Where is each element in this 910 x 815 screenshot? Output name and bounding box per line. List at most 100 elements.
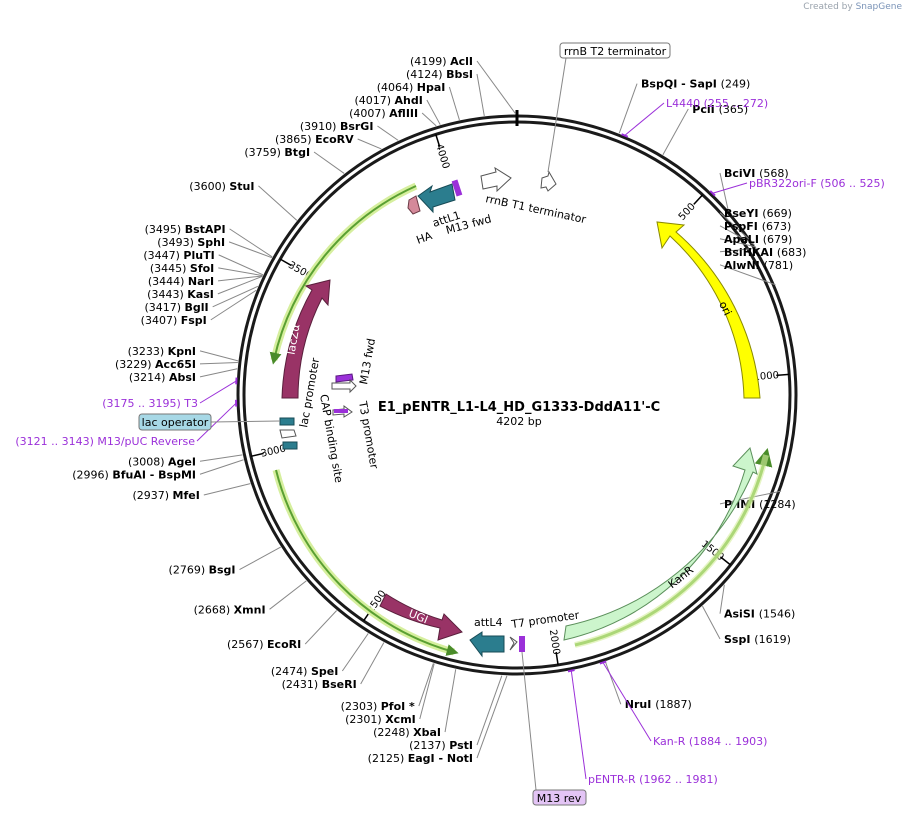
site-label[interactable]: (3910) BsrGI [300, 120, 374, 133]
restriction-sites: BspQI - SapI (249) PciI (365) BciVI (568) B… [72, 55, 806, 765]
rrnb-t1-terminator-feature[interactable] [480, 166, 512, 193]
ori-feature[interactable] [656, 221, 761, 399]
site-label[interactable]: (4017) AhdI [354, 94, 422, 107]
primer-label[interactable]: (3175 .. 3195) T3 [102, 397, 198, 410]
ha-label: HA [415, 229, 435, 247]
site-label[interactable]: (3233) KpnI [128, 345, 196, 358]
site-leader [719, 264, 776, 286]
site-label[interactable]: (2301) XcmI [345, 713, 416, 726]
site-label[interactable]: (4199) AclI [410, 55, 473, 68]
site-label[interactable]: (3407) FspI [141, 314, 207, 327]
lacz-feature[interactable] [281, 279, 331, 399]
plasmid-length: 4202 bp [496, 415, 541, 428]
ha-feature[interactable] [407, 195, 421, 215]
site-label[interactable]: (4124) BbsI [406, 68, 473, 81]
site-label[interactable]: (3444) NarI [148, 275, 214, 288]
orf-arc-right-halo [574, 454, 769, 648]
m13-rev-feature[interactable] [519, 636, 525, 652]
site-label[interactable]: ApaLI (679) [724, 233, 792, 246]
site-label[interactable]: (3445) SfoI [150, 262, 214, 275]
site-label[interactable]: (2996) BfuAI - BspMI [72, 468, 196, 481]
site-label[interactable]: (3447) PluTI [143, 249, 214, 262]
rrnb-t1-terminator-label: rrnB T1 terminator [484, 192, 587, 226]
m13-fwd-inner-label: M13 fwd [357, 337, 378, 385]
primer-leader [199, 380, 237, 404]
primer-mark [599, 660, 607, 665]
site-label[interactable]: BsiHKAI (683) [724, 246, 806, 259]
orf-arc-left-lower-line [275, 469, 459, 656]
lac-promoter-inner-feature[interactable] [331, 378, 357, 394]
site-leader [341, 633, 369, 672]
site-label[interactable]: NruI (1887) [625, 698, 692, 711]
site-label[interactable]: (3417) BglI [144, 301, 208, 314]
primer-label[interactable]: pENTR-R (1962 .. 1981) [588, 773, 718, 786]
site-label[interactable]: (3865) EcoRV [275, 133, 354, 146]
m13-rev-box-label: M13 rev [537, 792, 582, 805]
site-leader [719, 212, 754, 244]
site-label[interactable]: (2668) XmnI [194, 603, 266, 616]
site-leader [618, 83, 638, 134]
primer-label[interactable]: Kan-R (1884 .. 1903) [653, 735, 767, 748]
site-label[interactable]: (2137) PstI [409, 739, 473, 752]
t7-promoter-feature[interactable] [509, 636, 518, 651]
site-leader [719, 584, 725, 614]
site-leader [258, 185, 298, 221]
attl1-feature[interactable] [417, 183, 456, 214]
kanr-feature[interactable] [563, 447, 758, 641]
site-label[interactable]: (2474) SpeI [271, 665, 338, 678]
primer-mark [567, 669, 575, 673]
site-leader [199, 368, 238, 378]
site-label[interactable]: (2567) EcoRI [227, 638, 301, 651]
t3-primer-feature[interactable] [334, 409, 348, 413]
site-label[interactable]: AsiSI (1546) [724, 608, 795, 621]
site-label[interactable]: (3229) Acc65I [115, 358, 196, 371]
site-label[interactable]: (3214) AbsI [129, 371, 196, 384]
site-label[interactable]: (3759) BtgI [244, 146, 310, 159]
site-label[interactable]: (3600) StuI [189, 180, 254, 193]
site-leader [357, 138, 382, 150]
site-leader [269, 580, 307, 610]
site-label[interactable]: (3493) SphI [157, 236, 225, 249]
primer-label[interactable]: (3121 .. 3143) M13/pUC Reverse [15, 435, 195, 448]
primer-label[interactable]: pBR322ori-F (506 .. 525) [749, 177, 885, 190]
site-label[interactable]: BciVI (568) [724, 167, 789, 180]
site-leader [476, 60, 517, 115]
site-leader [426, 99, 441, 125]
site-label[interactable]: PciI (365) [692, 103, 748, 116]
ugi-feature[interactable] [379, 593, 463, 641]
primer-mark [709, 190, 716, 197]
site-label[interactable]: SspI (1619) [724, 633, 791, 646]
site-label[interactable]: BseYI (669) [724, 207, 792, 220]
tick-label-2000: 2000 [547, 629, 562, 656]
lac-operator-feature[interactable] [279, 417, 295, 426]
site-label[interactable]: (2248) XbaI [373, 726, 441, 739]
tick-3500 [279, 258, 292, 267]
rrnb-t2-terminator-feature[interactable] [540, 170, 557, 192]
site-label[interactable]: (2769) BsgI [169, 564, 236, 577]
site-label[interactable]: AlwNI (781) [724, 259, 793, 272]
tick-label-500: 500 [677, 201, 698, 222]
site-leader [701, 605, 721, 640]
site-label[interactable]: (2431) BseRI [282, 678, 357, 691]
site-leader [662, 108, 689, 156]
site-label[interactable]: (3008) AgeI [128, 455, 196, 468]
site-label[interactable]: (3443) KasI [147, 288, 214, 301]
site-label[interactable]: (2937) MfeI [132, 489, 199, 502]
site-label[interactable]: (3495) BstAPI [145, 223, 226, 236]
primer-mark [621, 133, 629, 138]
site-leader [218, 254, 264, 276]
primer-label[interactable]: L4440 (255 .. 272) [666, 97, 768, 110]
site-label[interactable]: (2125) EagI - NotI [368, 752, 473, 765]
site-label[interactable]: PspFI (673) [724, 220, 791, 233]
site-label[interactable]: BspQI - SapI (249) [641, 78, 750, 91]
site-label[interactable]: (4064) HpaI [377, 81, 446, 94]
attl4-feature[interactable] [469, 631, 505, 658]
m13-fwd-inner-feature[interactable] [335, 373, 354, 383]
site-leader [604, 661, 622, 705]
lac-promoter-feature[interactable] [279, 429, 297, 439]
site-label[interactable]: (4007) AflIII [349, 107, 418, 120]
orf-arc-left-upper-line [269, 185, 417, 365]
cap-binding-site-feature[interactable] [282, 441, 298, 450]
site-label[interactable]: (2303) PfoI * [341, 700, 415, 713]
m13-fwd-top-feature[interactable] [451, 179, 463, 197]
